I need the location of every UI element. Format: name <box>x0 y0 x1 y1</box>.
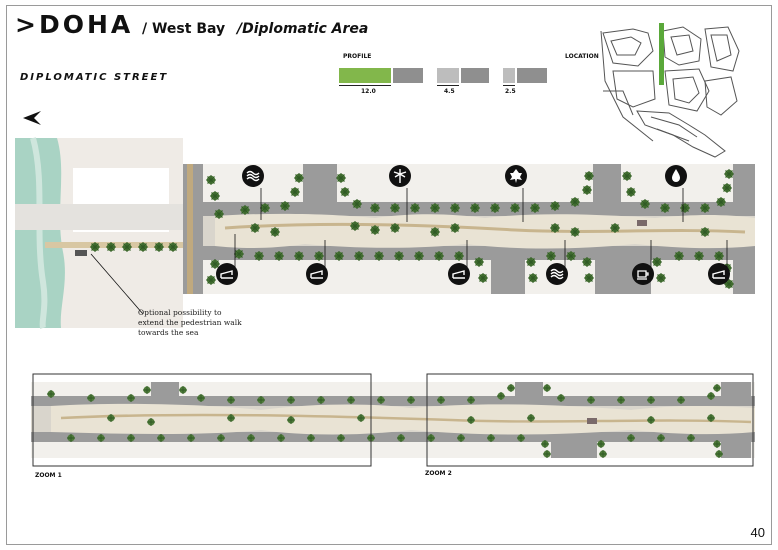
zoom-1-label: ZOOM 1 <box>35 472 62 479</box>
leaf-icon <box>505 165 527 187</box>
water-icon <box>242 165 264 187</box>
location-label: LOCATION <box>565 53 599 60</box>
zoom-2-label: ZOOM 2 <box>425 470 452 477</box>
drop-icon <box>665 165 687 187</box>
coffee-icon <box>632 263 654 285</box>
bench-icon <box>448 263 470 285</box>
street-plan <box>15 137 755 329</box>
profile-diagram-primary <box>339 68 423 86</box>
palm-icon <box>389 165 411 187</box>
water-icon <box>546 263 568 285</box>
profile-label: PROFILE <box>343 53 372 60</box>
profile-dimension: 12.0 <box>361 88 376 95</box>
location-map <box>600 23 740 158</box>
page-number: 40 <box>750 525 765 540</box>
area-subtitle: /Diplomatic Area <box>237 21 369 37</box>
bench-icon <box>216 263 238 285</box>
overview-plan <box>31 373 755 467</box>
profile-diagram-secondary <box>437 68 489 86</box>
profile-dimension: 4.5 <box>444 88 455 95</box>
district-subtitle: / West Bay <box>142 21 226 37</box>
profile-dimension: 2.5 <box>505 88 516 95</box>
street-name-label: DIPLOMATIC STREET <box>20 72 169 83</box>
north-arrow-icon <box>23 111 41 125</box>
annotation-note: Optional possibility to extend the pedes… <box>138 308 242 337</box>
presentation-sheet: >DOHA / West Bay /Diplomatic Area DIPLOM… <box>6 5 772 545</box>
bench-icon <box>306 263 328 285</box>
page-title: >DOHA <box>15 10 134 39</box>
profile-diagram-tertiary <box>503 68 547 86</box>
bench-icon <box>708 263 730 285</box>
